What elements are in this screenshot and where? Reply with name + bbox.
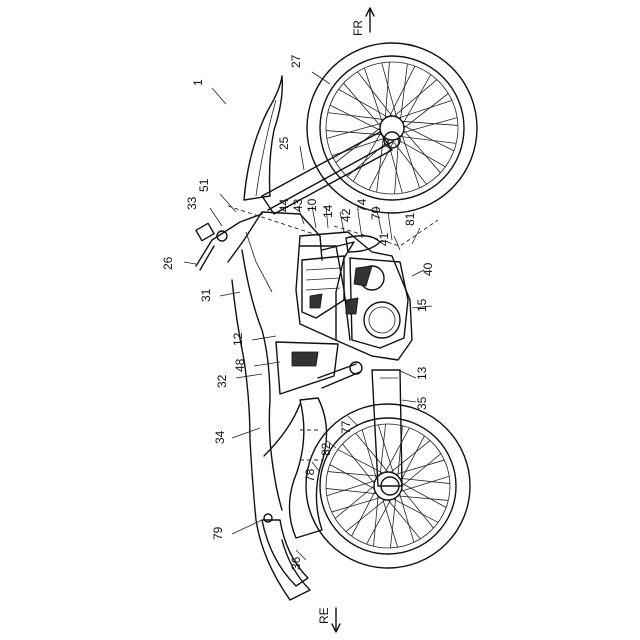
spoke xyxy=(400,136,456,143)
label-25: 25 xyxy=(277,136,291,150)
label-42: 42 xyxy=(339,208,353,222)
label-35: 35 xyxy=(415,396,429,410)
label-77: 77 xyxy=(339,420,353,434)
label-81: 81 xyxy=(403,212,417,226)
label-36: 36 xyxy=(289,556,303,570)
spoke xyxy=(400,478,450,483)
front-wheel xyxy=(307,43,477,213)
spoke xyxy=(330,465,374,489)
spoke xyxy=(393,499,438,522)
front-direction-label: FR xyxy=(351,20,365,36)
label-79: 79 xyxy=(211,526,225,540)
label-43: 43 xyxy=(291,198,305,212)
spoke xyxy=(380,424,385,474)
rear-shock xyxy=(318,362,362,388)
spoke xyxy=(402,483,446,507)
label-15: 15 xyxy=(415,298,429,312)
label-33: 33 xyxy=(185,196,199,210)
rear-direction-label: RE xyxy=(317,607,331,624)
spoke xyxy=(344,83,381,125)
label-27: 27 xyxy=(289,54,303,68)
label-44: 44 xyxy=(277,198,291,212)
spoke xyxy=(399,100,452,118)
label-74: 74 xyxy=(355,198,369,212)
spoke xyxy=(390,498,395,548)
spoke xyxy=(400,64,407,120)
spoke xyxy=(328,113,384,120)
label-34: 34 xyxy=(213,430,227,444)
spoke xyxy=(402,135,420,188)
spoke xyxy=(378,425,393,473)
label-1: 1 xyxy=(191,79,205,86)
spoke xyxy=(374,496,379,546)
label-70: 70 xyxy=(369,206,383,220)
spoke xyxy=(327,481,375,496)
leader-lines xyxy=(184,72,432,560)
label-78: 78 xyxy=(303,468,317,482)
label-31: 31 xyxy=(199,288,213,302)
air-box xyxy=(276,342,338,394)
label-41: 41 xyxy=(377,232,391,246)
spoke xyxy=(383,499,398,547)
spoke xyxy=(394,80,436,117)
label-48: 48 xyxy=(233,358,247,372)
label-12: 12 xyxy=(231,332,245,346)
spoke xyxy=(385,428,409,472)
spoke xyxy=(326,488,376,493)
label-51: 51 xyxy=(197,178,211,192)
spoke xyxy=(352,491,375,536)
reference-labels: FR RE 1 27 25 51 33 44 43 10 14 42 74 70… xyxy=(161,20,435,624)
rear-fender xyxy=(262,520,308,586)
label-82: 82 xyxy=(319,442,333,456)
direction-arrows xyxy=(332,8,374,632)
label-32: 32 xyxy=(215,374,229,388)
spoke xyxy=(401,436,424,481)
spoke xyxy=(328,472,378,477)
spoke xyxy=(401,476,449,491)
spoke xyxy=(398,496,448,501)
spoke xyxy=(404,130,441,172)
spoke xyxy=(377,136,384,192)
label-13: 13 xyxy=(415,366,429,380)
label-40: 40 xyxy=(421,262,435,276)
spoke xyxy=(367,500,391,544)
label-26: 26 xyxy=(161,256,175,270)
label-14: 14 xyxy=(321,204,335,218)
spoke xyxy=(364,68,382,121)
label-10: 10 xyxy=(305,198,319,212)
